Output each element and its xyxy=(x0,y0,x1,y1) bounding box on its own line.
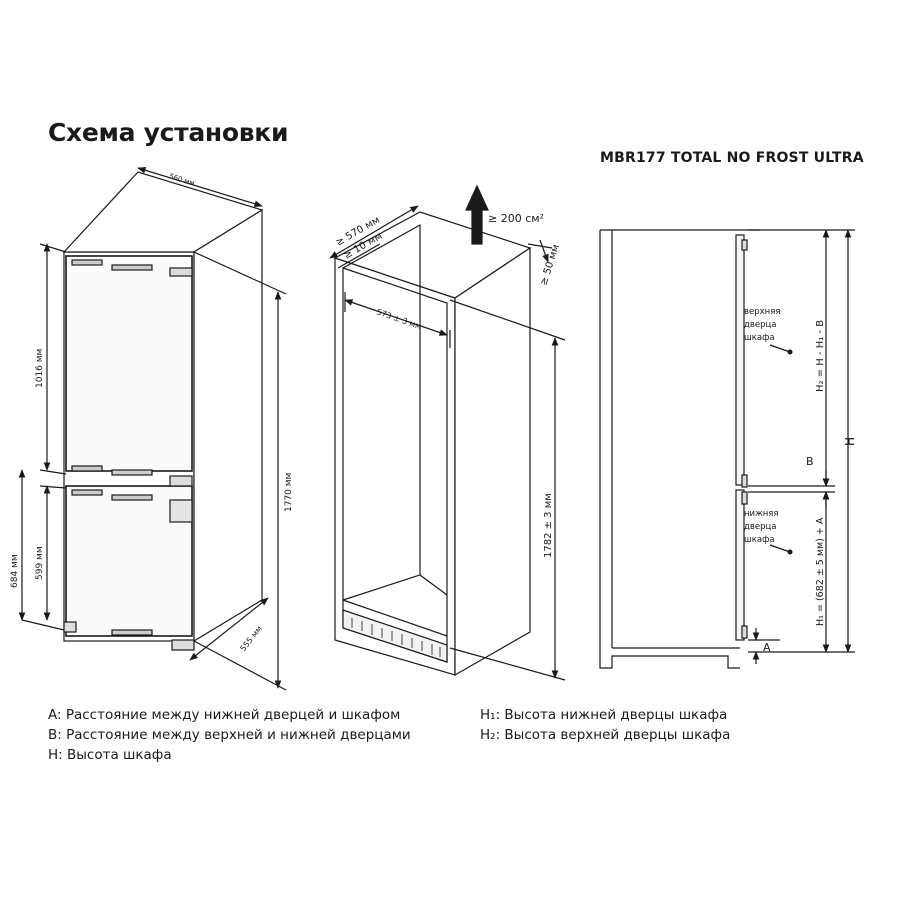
legend-item-h: H: Высота шкафа xyxy=(48,747,172,763)
label-a: A xyxy=(763,641,771,654)
upper-door-label-2: дверца xyxy=(744,320,777,330)
lower-door-label-3: шкафа xyxy=(744,535,775,545)
label-b: B xyxy=(806,455,814,468)
label-niche-height: 1782 ± 3 мм xyxy=(543,493,554,558)
label-height-upper: 1016 мм xyxy=(35,349,45,388)
label-vent-area: ≥ 200 см² xyxy=(488,212,544,225)
niche-figure xyxy=(329,184,566,681)
legend-item-a: A: Расстояние между нижней дверцей и шка… xyxy=(48,707,401,723)
label-depth: 555 мм xyxy=(238,624,263,653)
lower-door-label-1: нижняя xyxy=(744,509,779,519)
label-height-lower-door: 599 мм xyxy=(35,546,45,580)
fridge-figure xyxy=(18,167,287,691)
label-h: H xyxy=(843,437,857,446)
legend-left: A: Расстояние между нижней дверцей и шка… xyxy=(48,705,411,765)
legend-right: H₁: Высота нижней дверцы шкафа H₂: Высот… xyxy=(480,705,730,745)
lower-door-marker xyxy=(787,549,793,555)
legend-item-h1: H₁: Высота нижней дверцы шкафа xyxy=(480,707,728,723)
upper-door-label-1: верхняя xyxy=(744,307,780,317)
side-view-labels: верхняя дверца шкафа нижняя дверца шкафа… xyxy=(744,307,857,654)
legend-item-h2: H₂: Высота верхней дверцы шкафа xyxy=(480,727,731,743)
model-name: MBR177 TOTAL NO FROST ULTRA xyxy=(600,150,864,166)
legend-item-b: B: Расстояние между верхней и нижней две… xyxy=(48,727,411,743)
lower-door-label-2: дверца xyxy=(744,522,777,532)
page-title: Схема установки xyxy=(48,118,289,147)
upper-door-label-3: шкафа xyxy=(744,333,775,343)
label-h2-formula: H₂ = H - H₁ - B xyxy=(815,320,826,392)
upper-door-marker xyxy=(787,349,793,355)
label-height-lower: 684 мм xyxy=(10,554,20,588)
label-top-gap: ≥ 50 мм xyxy=(538,243,562,287)
side-view-figure xyxy=(599,229,855,669)
label-height-total: 1770 мм xyxy=(284,473,294,512)
label-h1-formula: H₁ = (682 ± 5 мм) + A xyxy=(815,517,826,626)
